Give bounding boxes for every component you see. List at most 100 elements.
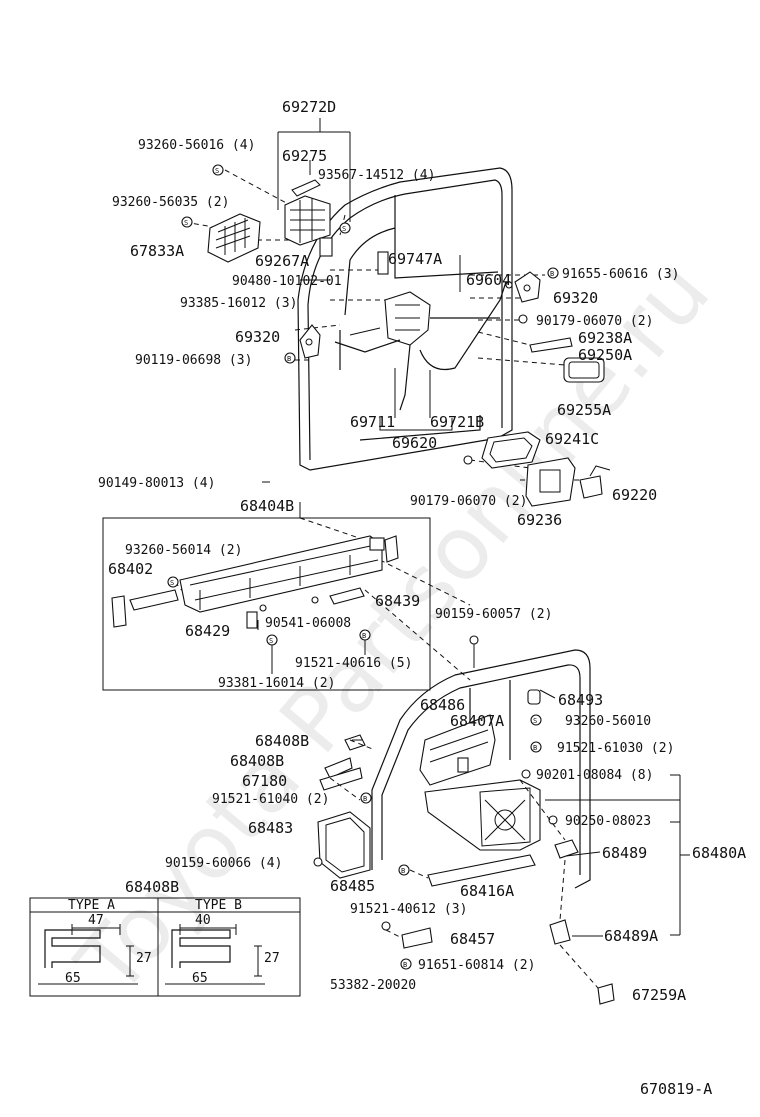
type-b-dim-40: 40 — [195, 913, 211, 928]
label-69320-left: 69320 — [235, 328, 280, 346]
part-68404B-rail — [179, 535, 399, 613]
label-93381-16014: 93381-16014 (2) — [218, 676, 335, 691]
label-69241C: 69241C — [545, 430, 599, 448]
label-68416A: 68416A — [460, 882, 514, 900]
svg-text:S: S — [170, 579, 174, 587]
svg-text:B: B — [403, 961, 407, 969]
svg-text:B: B — [533, 744, 537, 752]
label-69721B: 69721B — [430, 413, 484, 431]
label-90159-60066: 90159-60066 (4) — [165, 856, 282, 871]
label-68408B-a: 68408B — [255, 732, 309, 750]
label-68480A: 68480A — [692, 844, 746, 862]
label-90250-08023: 90250-08023 — [565, 814, 651, 829]
label-68408B-title: 68408B — [125, 878, 179, 896]
part-69250A-handle — [563, 357, 605, 383]
svg-text:B: B — [401, 867, 405, 875]
svg-text:B: B — [287, 355, 291, 363]
svg-text:S: S — [184, 219, 188, 227]
label-91521-61030: 91521-61030 (2) — [557, 741, 674, 756]
label-91651-60814: 91651-60814 (2) — [418, 958, 535, 973]
fasteners-upper: S S S B B — [181, 164, 559, 465]
part-68402 — [111, 589, 179, 628]
label-68485: 68485 — [330, 877, 375, 895]
label-93260-56016: 93260-56016 (4) — [138, 138, 255, 153]
label-93260-56014: 93260-56014 (2) — [125, 543, 242, 558]
part-67833A-cover — [207, 213, 261, 263]
svg-text:S: S — [533, 717, 537, 725]
label-90179-06070-a: 90179-06070 (2) — [536, 314, 653, 329]
type-b-title: TYPE B — [195, 898, 242, 913]
svg-text:S: S — [269, 637, 273, 645]
label-67259A: 67259A — [632, 986, 686, 1004]
label-67833A: 67833A — [130, 242, 184, 260]
label-68486: 68486 — [420, 696, 465, 714]
diagram-code: 670819-A — [640, 1080, 712, 1098]
bracket-69272D — [277, 118, 351, 222]
part-regulator — [424, 779, 541, 851]
type-a-dim-65: 65 — [65, 971, 81, 986]
svg-text:B: B — [362, 632, 366, 640]
label-93260-56010: 93260-56010 — [565, 714, 651, 729]
svg-text:B: B — [550, 270, 554, 278]
label-69255A: 69255A — [557, 401, 611, 419]
part-68457 — [401, 927, 433, 949]
part-69275-lock — [284, 179, 333, 257]
label-68489A: 68489A — [604, 927, 658, 945]
label-90541-06008: 90541-06008 — [265, 616, 351, 631]
type-b-profile — [165, 924, 265, 985]
label-69604: 69604 — [466, 271, 511, 289]
label-90201-08084: 90201-08084 (8) — [536, 768, 653, 783]
label-69272D: 69272D — [282, 98, 336, 116]
label-90179-06070-b: 90179-06070 (2) — [410, 494, 527, 509]
type-b-dim-65: 65 — [192, 971, 208, 986]
part-68408B-clip — [324, 734, 366, 779]
label-69220: 69220 — [612, 486, 657, 504]
label-69267A: 69267A — [255, 252, 309, 270]
svg-text:S: S — [215, 167, 219, 175]
part-69236-handle — [525, 457, 576, 507]
type-a-profile — [38, 924, 138, 985]
svg-text:S: S — [342, 225, 346, 233]
label-91521-40616: 91521-40616 (5) — [295, 656, 412, 671]
label-68408B-b: 68408B — [230, 752, 284, 770]
label-69238A: 69238A — [578, 329, 632, 347]
fasteners-lower: S B B B B — [313, 714, 558, 970]
label-90480-10102: 90480-10102-01 — [232, 274, 342, 289]
label-91521-61040: 91521-61040 (2) — [212, 792, 329, 807]
part-69238A — [529, 337, 573, 353]
label-69711: 69711 — [350, 413, 395, 431]
type-b-dim-27: 27 — [264, 951, 280, 966]
label-90119-06698: 90119-06698 (3) — [135, 353, 252, 368]
label-68493: 68493 — [558, 691, 603, 709]
label-67180: 67180 — [242, 772, 287, 790]
part-68486 — [457, 757, 469, 773]
labels: 69272D 93260-56016 (4) 69275 93567-14512… — [65, 98, 746, 1098]
label-93260-56035: 93260-56035 (2) — [112, 195, 229, 210]
type-a-title: TYPE A — [68, 898, 115, 913]
part-69320-left — [299, 324, 321, 359]
part-68489 — [554, 839, 579, 859]
label-53382-20020: 53382-20020 — [330, 978, 416, 993]
part-68493 — [527, 689, 541, 705]
label-91521-40612: 91521-40612 (3) — [350, 902, 467, 917]
label-69236: 69236 — [517, 511, 562, 529]
part-68439 — [329, 587, 365, 605]
label-68404B: 68404B — [240, 497, 294, 515]
part-69241C-bezel — [481, 431, 541, 469]
part-68489A — [549, 919, 571, 945]
type-a-dim-27: 27 — [136, 951, 152, 966]
detail-table-68408B — [29, 897, 301, 997]
part-69220 — [579, 465, 611, 499]
type-a-dim-47: 47 — [88, 913, 104, 928]
part-68483 — [317, 811, 371, 879]
part-69320-right — [514, 271, 541, 303]
svg-text:B: B — [363, 795, 367, 803]
part-67180 — [319, 767, 363, 791]
part-68407A — [419, 714, 496, 786]
label-68407A: 68407A — [450, 712, 504, 730]
label-69250A: 69250A — [578, 346, 632, 364]
part-67259A — [597, 983, 615, 1005]
part-door-lock-mechanism — [334, 281, 507, 411]
label-68483: 68483 — [248, 819, 293, 837]
